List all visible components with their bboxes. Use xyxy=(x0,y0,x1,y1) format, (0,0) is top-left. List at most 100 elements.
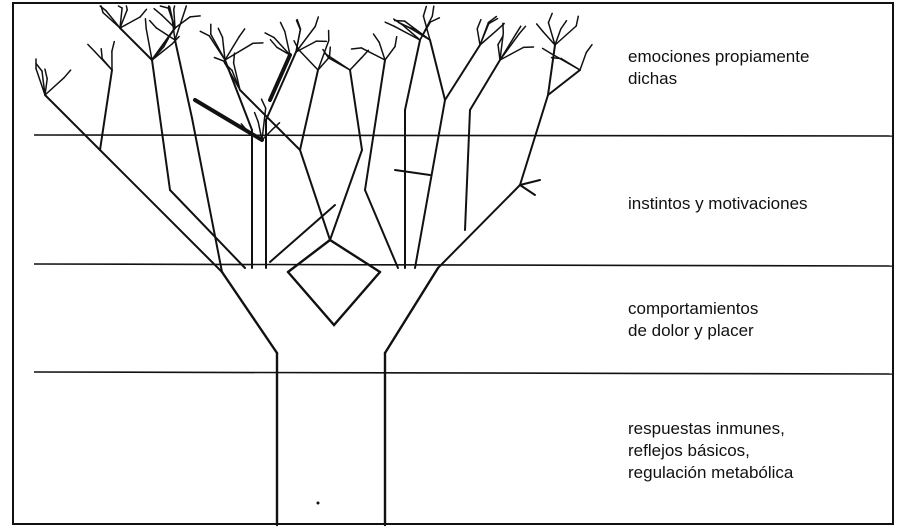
twig xyxy=(257,121,263,141)
divider-1 xyxy=(33,134,894,137)
twig xyxy=(350,47,363,50)
twig xyxy=(117,5,123,9)
twig xyxy=(159,5,170,9)
twig xyxy=(295,25,316,53)
twig xyxy=(35,67,46,96)
twig xyxy=(44,76,65,96)
twig xyxy=(213,56,225,62)
divider-3 xyxy=(33,371,894,375)
twig xyxy=(253,111,259,123)
tree-limbs xyxy=(44,27,581,273)
twig xyxy=(276,46,291,56)
twig xyxy=(87,43,96,53)
twig xyxy=(111,40,116,53)
twig xyxy=(99,5,107,12)
twig xyxy=(324,53,335,60)
level-dividers xyxy=(33,134,894,375)
twig xyxy=(349,56,363,71)
twig xyxy=(148,19,158,29)
twig xyxy=(476,28,481,46)
twig xyxy=(168,5,173,18)
twig xyxy=(171,35,180,45)
twig xyxy=(44,68,48,80)
twig xyxy=(189,15,201,18)
twig xyxy=(139,8,148,18)
twig xyxy=(119,9,128,29)
twig xyxy=(174,16,191,29)
twig xyxy=(488,17,499,25)
twig xyxy=(284,30,291,56)
twig xyxy=(224,42,254,61)
twig xyxy=(560,57,581,71)
twig xyxy=(554,25,577,46)
twig xyxy=(222,60,241,91)
twig xyxy=(153,7,163,16)
twig xyxy=(210,33,226,61)
twig xyxy=(514,25,522,36)
twig xyxy=(547,21,556,46)
twig xyxy=(261,107,267,141)
twig xyxy=(232,52,236,64)
twig xyxy=(394,35,398,48)
twig xyxy=(393,25,421,41)
twig xyxy=(199,30,210,37)
level-label-basic-regulation: respuestas inmunes, reflejos básicos, re… xyxy=(628,419,794,482)
twig xyxy=(224,36,240,61)
twig xyxy=(332,58,351,71)
twig xyxy=(105,9,121,29)
twig xyxy=(547,12,553,24)
twig xyxy=(232,62,241,91)
twig xyxy=(535,23,544,33)
twig xyxy=(317,39,330,71)
twig xyxy=(260,98,267,109)
twig xyxy=(314,16,320,28)
twig xyxy=(422,15,431,41)
twig xyxy=(422,5,428,17)
tree-trunk xyxy=(220,238,440,527)
level-label-pain-pleasure: comportamientos de dolor y placer xyxy=(628,299,759,340)
twig xyxy=(119,16,141,29)
twig xyxy=(264,32,275,39)
twig xyxy=(550,56,563,60)
twig xyxy=(585,43,593,54)
twig xyxy=(63,69,72,79)
twig xyxy=(279,21,286,33)
twig xyxy=(575,15,580,27)
twig xyxy=(499,46,525,61)
twig xyxy=(295,28,302,53)
twig xyxy=(431,5,435,17)
twig xyxy=(541,47,552,55)
twig xyxy=(221,36,226,61)
twig xyxy=(162,37,170,48)
twig xyxy=(393,19,406,22)
twig xyxy=(372,33,380,44)
twig xyxy=(184,5,188,10)
twig xyxy=(317,56,331,71)
level-label-emotions: emociones propiamente dichas xyxy=(628,47,810,88)
twig xyxy=(174,7,187,41)
twig xyxy=(144,17,147,30)
twig xyxy=(125,5,128,11)
twig xyxy=(35,62,43,72)
twig xyxy=(384,45,396,61)
twig xyxy=(542,30,556,46)
twig xyxy=(476,18,482,30)
twig xyxy=(261,128,273,141)
twig xyxy=(145,27,153,61)
twig xyxy=(151,46,165,61)
twig xyxy=(217,27,224,39)
twig xyxy=(518,25,527,35)
twig xyxy=(240,123,249,133)
twig xyxy=(247,130,263,141)
twig xyxy=(273,36,291,56)
twig xyxy=(479,22,490,46)
twig xyxy=(429,17,441,23)
twig xyxy=(378,41,386,61)
twig xyxy=(41,70,46,96)
twig xyxy=(406,25,431,41)
divider-2 xyxy=(33,263,894,267)
twig xyxy=(579,51,588,71)
twig xyxy=(296,18,302,30)
